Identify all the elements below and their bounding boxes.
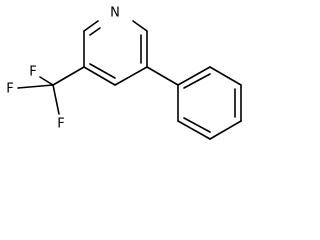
bond-c6-n <box>83 20 99 32</box>
chemical-structure: N F F F <box>6 6 242 140</box>
bond-ph1-ph2 <box>177 66 211 86</box>
double-bond-ph5-ph6 <box>183 117 211 133</box>
pyridine-ring <box>83 20 148 86</box>
bond-c-f-bottom <box>52 84 60 115</box>
bond-ph4-ph5 <box>209 120 242 140</box>
bond-c3-c4 <box>114 66 148 86</box>
bond-ring-to-phenyl <box>146 66 179 86</box>
double-bond-c6-n <box>89 27 101 36</box>
fluorine-top-label: F <box>29 65 36 80</box>
bond-c4-c5 <box>83 66 116 86</box>
fluorine-bottom-label: F <box>57 117 64 132</box>
trifluoromethyl-group <box>17 66 85 115</box>
fluorine-left-label: F <box>6 82 13 97</box>
bond-ph5-ph6 <box>177 120 211 140</box>
bond-ring-to-cf3 <box>52 66 85 86</box>
nitrogen-label: N <box>110 6 120 21</box>
bond-ph2-ph3 <box>209 66 242 86</box>
double-bond-c4-c5 <box>89 63 116 79</box>
phenyl-ring <box>146 66 242 140</box>
double-bond-ph1-ph2 <box>183 73 211 89</box>
bond-c-f-top <box>39 76 54 86</box>
bond-n-c2 <box>132 20 148 32</box>
bond-c-f-left <box>17 84 54 89</box>
